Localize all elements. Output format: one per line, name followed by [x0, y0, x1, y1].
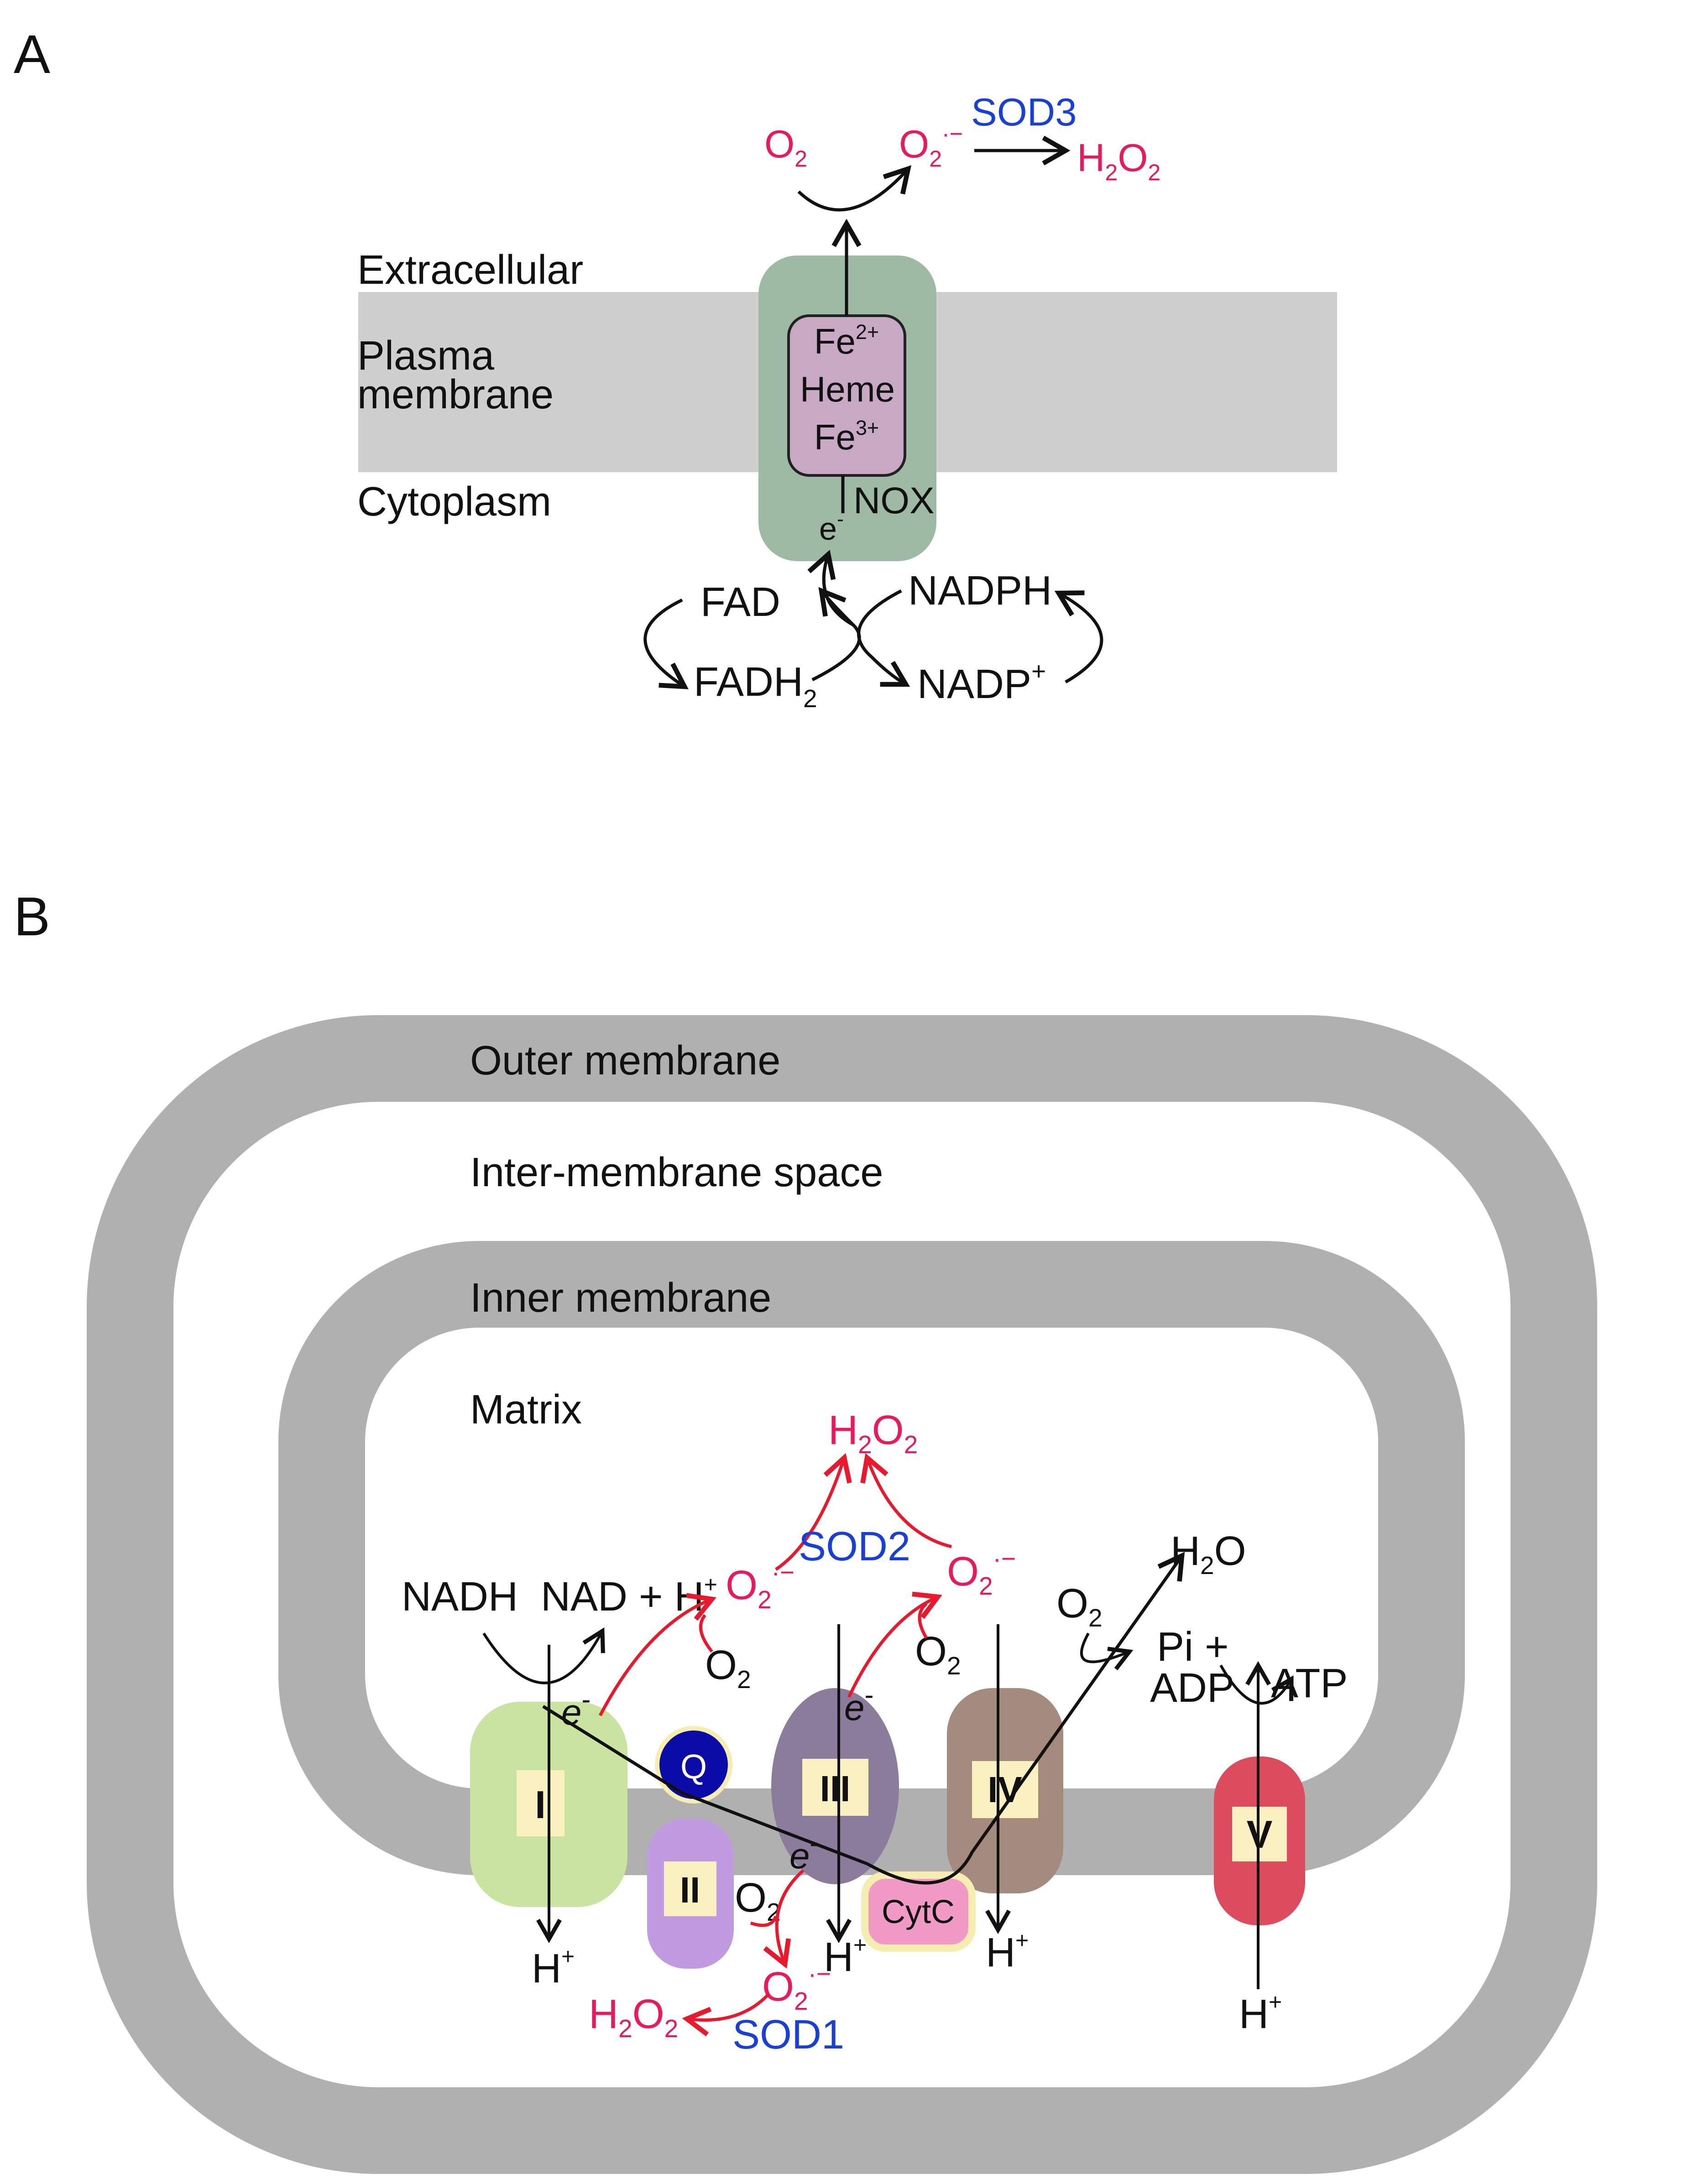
- adp-to-atp-arrow: [1219, 1664, 1294, 1705]
- complex-iii-label-box: [802, 1759, 868, 1816]
- complex-iii-label: III: [820, 1768, 851, 1809]
- h2o-label: H2O: [1171, 1528, 1246, 1579]
- sod2-left-arrow: [775, 1453, 852, 1571]
- nadp-label: NADP+: [917, 657, 1046, 707]
- o2-iii-label: O2: [915, 1629, 961, 1680]
- nadph-label: NADPH: [908, 568, 1052, 614]
- a-superoxide-label: O2·−: [899, 121, 963, 172]
- nox-electron-label: e-: [819, 507, 844, 547]
- electron-transport-path: [542, 1552, 1185, 1885]
- heme-label: Heme: [800, 369, 895, 409]
- intermembrane-space-label: Inter-membrane space: [470, 1150, 883, 1195]
- fad-cycle-arrow: [643, 598, 689, 689]
- complex-i-label-box: [517, 1770, 564, 1836]
- o2-to-superoxide-arrow: [797, 165, 912, 212]
- plasma-label: Plasma: [357, 333, 495, 379]
- o2-iii-feed: [918, 1602, 928, 1639]
- h-label-i: H+: [532, 1944, 575, 1991]
- o2-ims-feed: [750, 1915, 778, 1927]
- o2-ims-label: O2: [735, 1875, 781, 1926]
- h-label-iii: H+: [824, 1932, 867, 1980]
- complex-iii-ims-ros-arrow: [763, 1869, 805, 1969]
- panel-b-letter: B: [14, 886, 50, 947]
- a-o2-label: O2: [764, 123, 807, 172]
- sod1-label: SOD1: [732, 2012, 844, 2058]
- electron-feed-arrow: [807, 549, 854, 627]
- cytoplasm-label: Cytoplasm: [357, 479, 551, 525]
- complex-iv-label-box: [972, 1761, 1038, 1818]
- adp-label: ADP: [1150, 1665, 1234, 1711]
- h2o2-ims-label: H2O2: [589, 1991, 678, 2043]
- membrane-label: membrane: [357, 372, 554, 417]
- o2-complex-iv-label: O2: [1056, 1581, 1103, 1632]
- o2-to-h2o-arrow: [1080, 1632, 1134, 1670]
- nad-label: NAD + H+: [541, 1572, 717, 1620]
- outer-membrane: [87, 1015, 1597, 2174]
- nadh-label: NADH: [402, 1574, 518, 1620]
- sod2-right-arrow: [860, 1453, 952, 1548]
- fadh2-cross-arrow: [811, 587, 861, 682]
- nadph-cycle-arrow: [1054, 590, 1103, 684]
- q-circle: [655, 1726, 732, 1803]
- sod1-arrow: [682, 1992, 770, 2037]
- cytc-box: [861, 1871, 976, 1952]
- panel-a: A Extracellular Plasma membrane Cytoplas…: [14, 24, 1337, 713]
- complex-i-label: I: [535, 1783, 546, 1827]
- outer-membrane-label: Outer membrane: [470, 1038, 780, 1084]
- nox-label: NOX: [853, 480, 935, 521]
- complex-v-label: V: [1247, 1813, 1273, 1856]
- atp-label: ATP: [1271, 1661, 1348, 1706]
- a-h2o2-label: H2O2: [1077, 136, 1160, 185]
- pi-label: Pi +: [1157, 1624, 1229, 1670]
- complex-i-ros-arrow: [598, 1593, 716, 1716]
- fe2-label: Fe2+: [814, 320, 879, 361]
- panel-a-letter: A: [14, 24, 50, 85]
- nadh-to-nad-arrow: [482, 1627, 605, 1684]
- o2-i-feed: [699, 1614, 713, 1653]
- nadph-cross-arrow: [857, 589, 910, 687]
- superoxide-left-label: O2·−: [726, 1558, 794, 1614]
- h-label-v: H+: [1239, 1989, 1282, 2037]
- complex-ii-label: II: [680, 1870, 700, 1910]
- extracellular-label: Extracellular: [357, 247, 583, 293]
- fe3-label: Fe3+: [814, 416, 879, 457]
- complex-ii-label-box: [664, 1861, 716, 1916]
- panel-b: B Outer membrane Inter-membrane space In…: [14, 886, 1597, 2174]
- e-label-iii-ims: e-: [789, 1828, 819, 1876]
- cytc-label: CytC: [882, 1894, 955, 1930]
- superoxide-ims-label: O2·−: [762, 1960, 831, 2015]
- sod2-label: SOD2: [799, 1524, 910, 1569]
- fad-label: FAD: [700, 579, 780, 625]
- h2o2-matrix-label: H2O2: [828, 1407, 918, 1459]
- q-label: Q: [680, 1747, 707, 1786]
- superoxide-right-label: O2·−: [947, 1544, 1016, 1600]
- sod3-label: SOD3: [971, 91, 1077, 134]
- h-label-iv: H+: [986, 1928, 1029, 1976]
- inner-membrane-label: Inner membrane: [470, 1275, 771, 1321]
- e-label-iii: e-: [844, 1679, 873, 1728]
- fadh2-label: FADH2: [694, 659, 817, 713]
- matrix-label: Matrix: [470, 1387, 582, 1433]
